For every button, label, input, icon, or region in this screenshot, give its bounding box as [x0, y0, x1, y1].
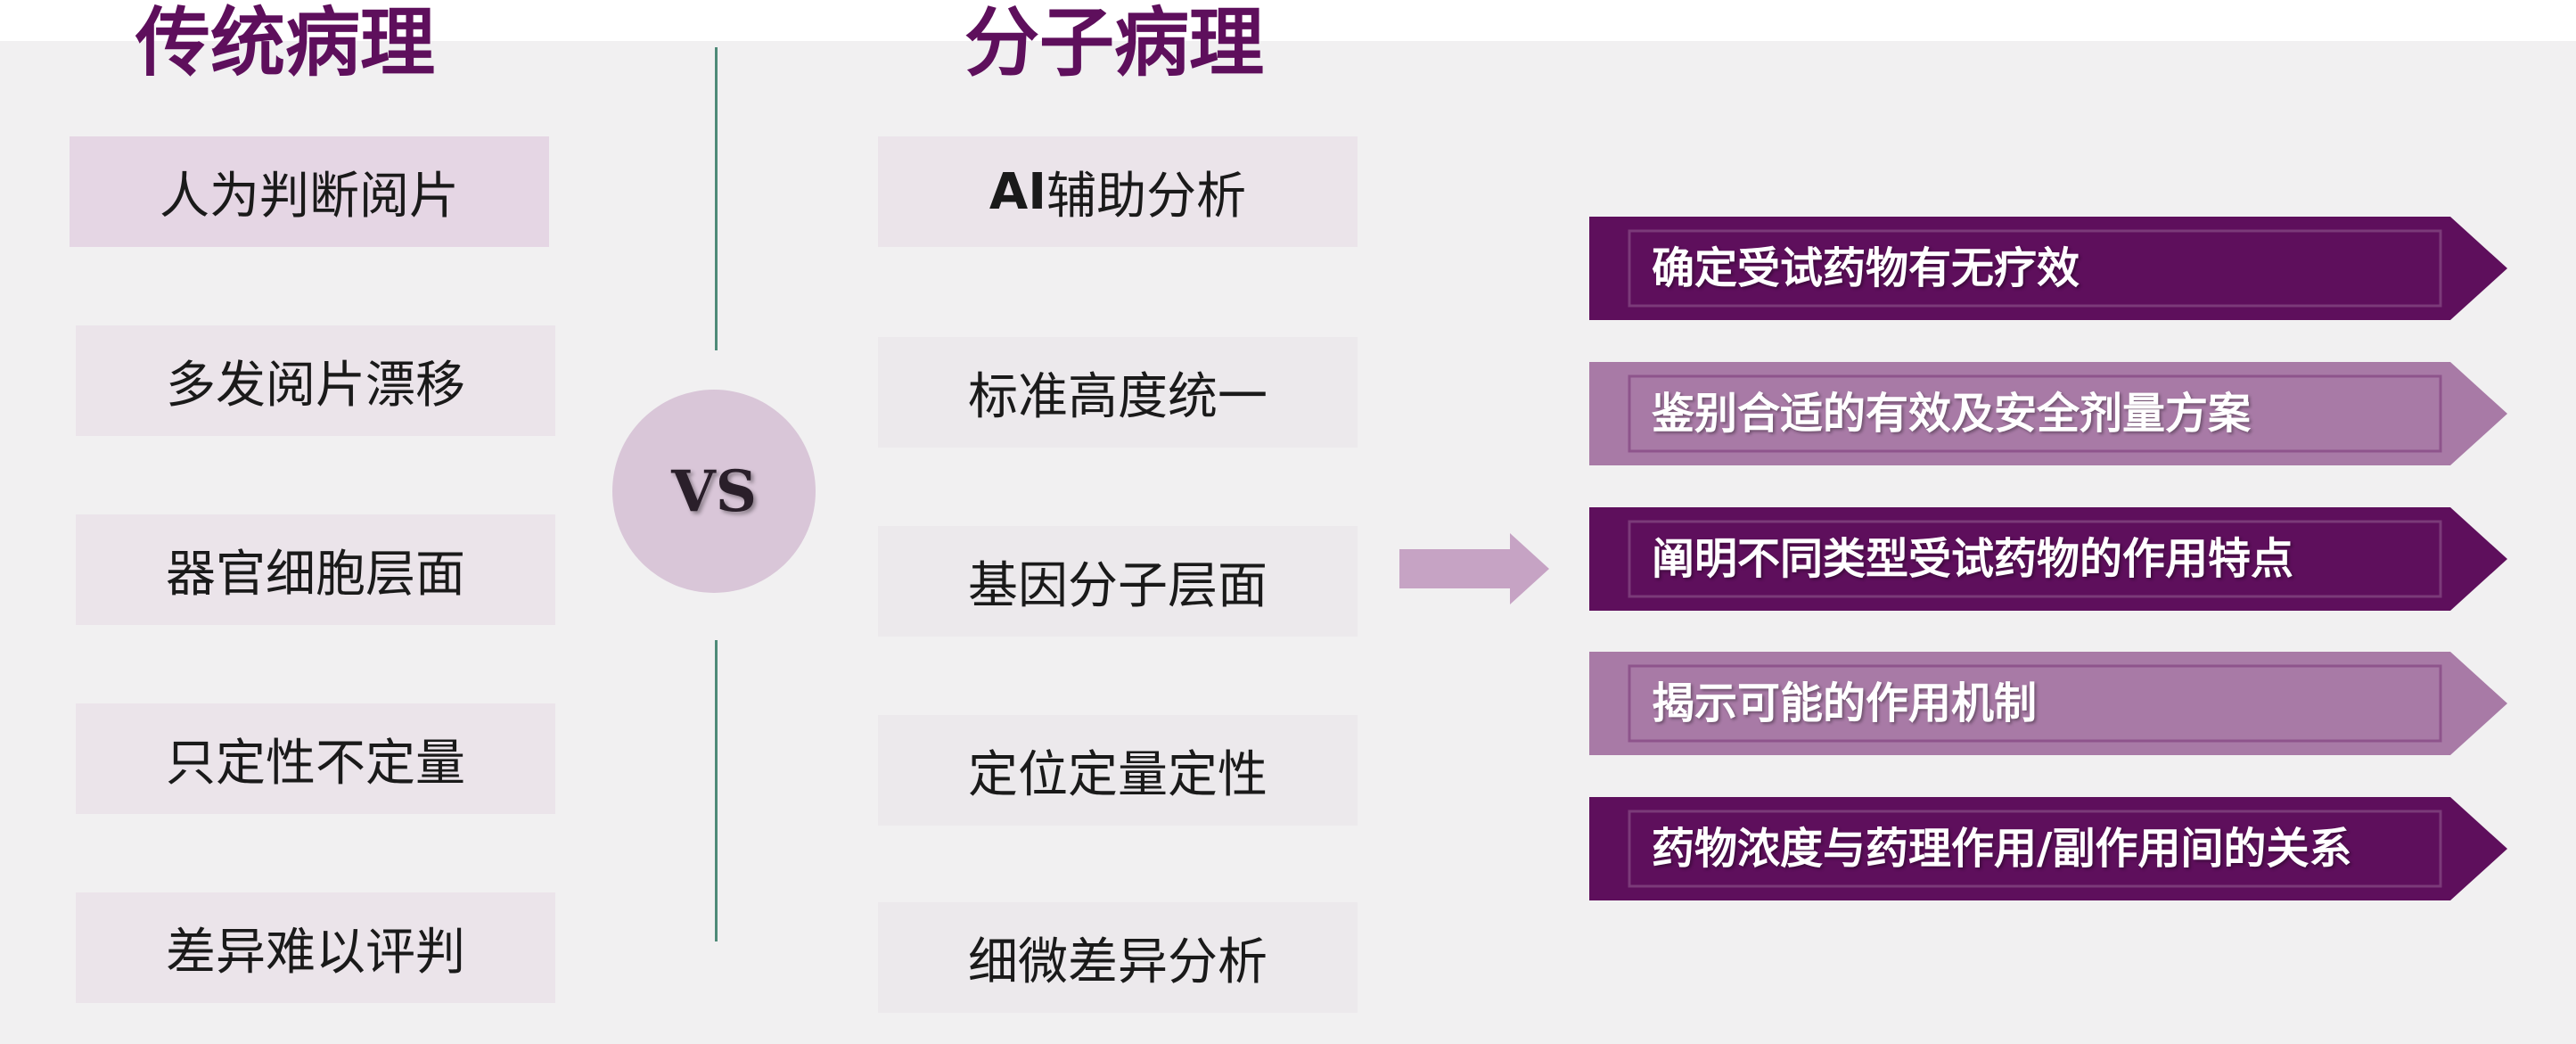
molecular-item-1-suffix: 辅助分析 — [1046, 167, 1247, 226]
traditional-pathology-title: 传统病理 — [135, 0, 435, 86]
outcome-label-3: 阐明不同类型受试药物的作用特点 — [1652, 534, 2294, 584]
divider-line-top — [715, 47, 718, 350]
vs-circle: VS — [612, 390, 816, 593]
molecular-item-3: 基因分子层面 — [878, 526, 1358, 637]
outcome-label-5: 药物浓度与药理作用/副作用间的关系 — [1652, 824, 2352, 874]
banner-shape-5 — [1589, 797, 2507, 900]
outcome-label-4: 揭示可能的作用机制 — [1652, 678, 2038, 728]
outcome-banner-4: 揭示可能的作用机制 — [1589, 652, 2507, 755]
traditional-item-1: 人为判断阅片 — [70, 136, 549, 247]
traditional-item-3: 器官细胞层面 — [76, 514, 555, 625]
traditional-item-2: 多发阅片漂移 — [76, 325, 555, 436]
outcome-label-2: 鉴别合适的有效及安全剂量方案 — [1652, 389, 2252, 439]
molecular-pathology-title: 分子病理 — [964, 0, 1264, 86]
molecular-item-2: 标准高度统一 — [878, 337, 1358, 448]
banner-shape-4 — [1589, 652, 2507, 755]
molecular-item-1-prefix: AI — [989, 162, 1047, 221]
molecular-item-4: 定位定量定性 — [878, 715, 1358, 826]
traditional-item-5: 差异难以评判 — [76, 892, 555, 1003]
divider-line-bottom — [715, 640, 718, 941]
outcome-label-1: 确定受试药物有无疗效 — [1652, 243, 2080, 293]
traditional-item-4: 只定性不定量 — [76, 703, 555, 814]
outcome-banner-1: 确定受试药物有无疗效 — [1589, 217, 2507, 320]
outcome-banner-5: 药物浓度与药理作用/副作用间的关系 — [1589, 797, 2507, 900]
molecular-item-5: 细微差异分析 — [878, 902, 1358, 1013]
outcome-banner-2: 鉴别合适的有效及安全剂量方案 — [1589, 362, 2507, 465]
banner-shape-1 — [1589, 217, 2507, 320]
right-arrow-icon — [1399, 533, 1549, 604]
banner-shape-2 — [1589, 362, 2507, 465]
outcome-banner-3: 阐明不同类型受试药物的作用特点 — [1589, 507, 2507, 611]
banner-shape-3 — [1589, 507, 2507, 611]
